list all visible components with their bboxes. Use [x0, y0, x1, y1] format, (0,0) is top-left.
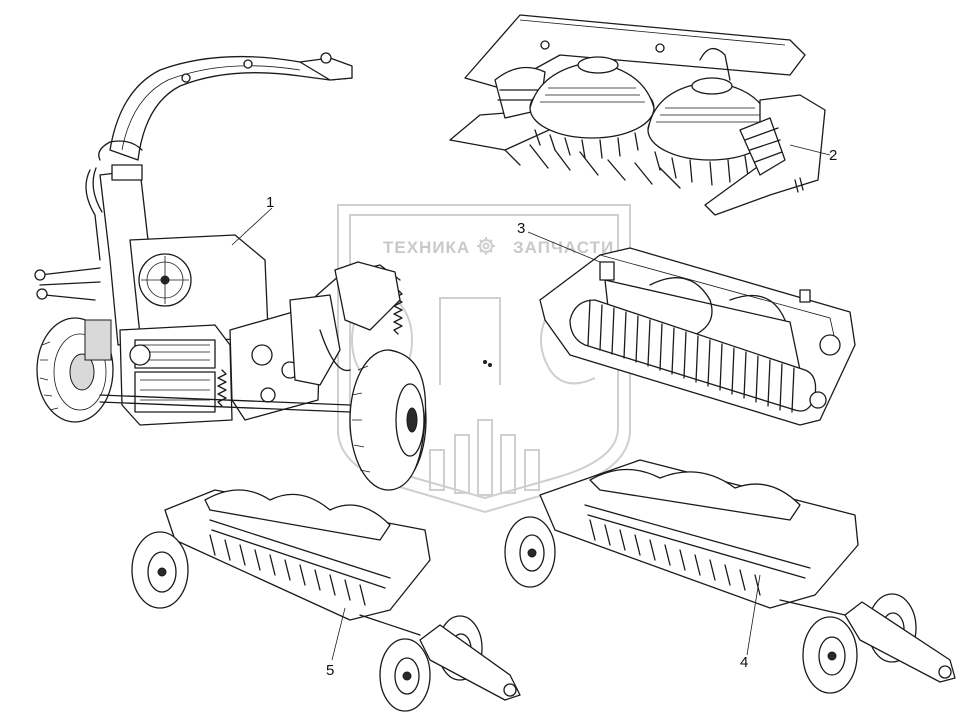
- watermark-shield: [337, 204, 631, 514]
- watermark: ТЕХНИКА ЗАПЧАСТИ: [337, 204, 631, 514]
- svg-text:1: 1: [266, 194, 274, 211]
- watermark-letter-p: [439, 297, 501, 385]
- gear-icon: [477, 237, 495, 255]
- trailer-left-front-wheel-a: [379, 638, 431, 712]
- header-trailer-right: [504, 459, 956, 694]
- callout-2: 2: [789, 144, 837, 164]
- svg-text:4: 4: [740, 654, 748, 671]
- left-rotary-drum: [529, 56, 655, 159]
- callout-4: 4: [740, 574, 761, 671]
- right-rotary-drum: [647, 77, 773, 186]
- svg-text:3: 3: [517, 220, 525, 237]
- watermark-word-left: ТЕХНИКА: [383, 238, 470, 257]
- trailer-left-rear-wheel: [131, 531, 189, 609]
- callout-3: 3: [517, 220, 601, 263]
- pickup-tine-drum: [569, 299, 817, 413]
- watermark-word-right: ЗАПЧАСТИ: [513, 238, 614, 257]
- trailer-right-drawbar: [844, 601, 956, 683]
- trailer-left-drawbar: [419, 624, 521, 701]
- base-unit-right-wheel: [349, 349, 427, 491]
- hydraulic-block: [84, 319, 112, 361]
- callout-1: 1: [231, 194, 274, 246]
- svg-text:2: 2: [829, 147, 837, 164]
- header-trailer-left: [131, 489, 521, 712]
- callout-5: 5: [326, 607, 346, 679]
- trailer-right-front-wheel-a: [802, 616, 858, 694]
- harvester-base-unit: [34, 52, 492, 491]
- corn-header: [449, 14, 826, 216]
- watermark-towers: [429, 419, 540, 496]
- pickup-header: [539, 247, 856, 426]
- svg-text:5: 5: [326, 662, 334, 679]
- trailer-right-rear-wheel: [504, 516, 556, 588]
